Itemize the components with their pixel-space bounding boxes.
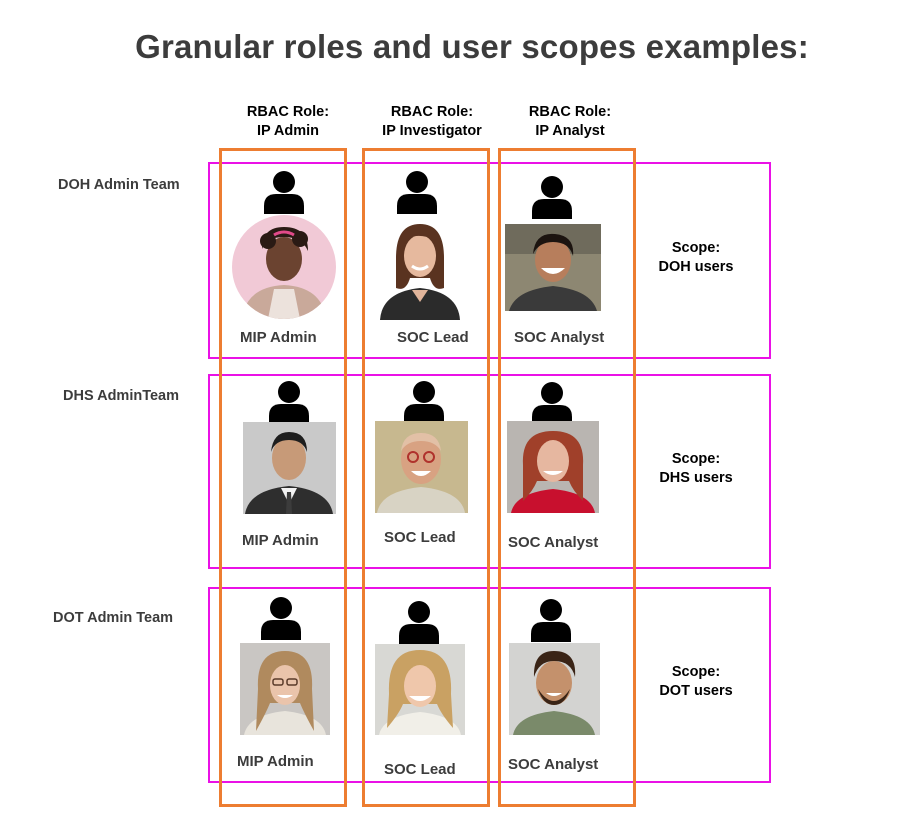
member-photo-doh-soc-analyst bbox=[505, 224, 601, 311]
user-silhouette-icon bbox=[396, 170, 438, 214]
user-silhouette-icon bbox=[260, 596, 302, 640]
role-header-ip-admin: RBAC Role: IP Admin bbox=[228, 103, 348, 141]
member-photo-doh-soc-lead bbox=[378, 218, 462, 320]
role-header-line1: RBAC Role: bbox=[528, 104, 612, 120]
member-photo-dhs-mip-admin bbox=[243, 422, 336, 514]
role-header-ip-analyst: RBAC Role: IP Analyst bbox=[510, 103, 630, 141]
member-photo-dhs-soc-lead bbox=[375, 421, 468, 513]
diagram-title: Granular roles and user scopes examples: bbox=[135, 28, 809, 65]
member-label-dot-soc-lead: SOC Lead bbox=[384, 761, 456, 778]
user-silhouette-icon bbox=[268, 380, 310, 424]
member-label-dhs-mip-admin: MIP Admin bbox=[242, 532, 319, 549]
member-photo-dhs-soc-analyst bbox=[507, 421, 599, 513]
user-silhouette-icon bbox=[531, 175, 573, 219]
user-silhouette-icon bbox=[398, 600, 440, 644]
member-label-doh-mip-admin: MIP Admin bbox=[240, 329, 317, 346]
user-silhouette-icon bbox=[263, 170, 305, 214]
member-label-dhs-soc-analyst: SOC Analyst bbox=[508, 534, 599, 551]
user-silhouette-icon bbox=[403, 380, 445, 424]
user-silhouette-icon bbox=[531, 381, 573, 425]
role-header-line2: IP Analyst bbox=[535, 123, 605, 139]
member-photo-doh-mip-admin bbox=[232, 215, 336, 319]
team-label-doh: DOH Admin Team bbox=[58, 177, 180, 193]
scope-line1: Scope: bbox=[671, 240, 721, 256]
member-label-dot-soc-analyst: SOC Analyst bbox=[508, 756, 599, 773]
scope-label-dhs: Scope: DHS users bbox=[641, 450, 751, 488]
role-header-line1: RBAC Role: bbox=[246, 104, 330, 120]
scope-line2: DOT users bbox=[659, 683, 733, 699]
team-label-dhs: DHS AdminTeam bbox=[63, 388, 180, 404]
member-photo-dot-soc-analyst bbox=[509, 643, 600, 735]
member-photo-dot-soc-lead bbox=[375, 644, 465, 735]
scope-label-doh: Scope: DOH users bbox=[641, 239, 751, 277]
user-silhouette-icon bbox=[530, 598, 572, 642]
role-header-line2: IP Admin bbox=[256, 123, 320, 139]
scope-line1: Scope: bbox=[671, 664, 721, 680]
role-header-line1: RBAC Role: bbox=[390, 104, 474, 120]
role-column-box-ip-admin bbox=[219, 148, 347, 807]
member-photo-dot-mip-admin bbox=[240, 643, 330, 735]
role-column-box-ip-analyst bbox=[498, 148, 636, 807]
scope-line2: DOH users bbox=[658, 259, 734, 275]
scope-label-dot: Scope: DOT users bbox=[641, 663, 751, 701]
team-label-dot: DOT Admin Team bbox=[53, 610, 174, 626]
member-label-doh-soc-analyst: SOC Analyst bbox=[514, 329, 605, 346]
role-header-ip-investigator: RBAC Role: IP Investigator bbox=[362, 103, 502, 141]
scope-line2: DHS users bbox=[659, 470, 733, 486]
member-label-dhs-soc-lead: SOC Lead bbox=[384, 529, 456, 546]
role-column-box-ip-investigator bbox=[362, 148, 490, 807]
role-header-line2: IP Investigator bbox=[382, 123, 482, 139]
scope-line1: Scope: bbox=[671, 451, 721, 467]
member-label-dot-mip-admin: MIP Admin bbox=[237, 753, 314, 770]
member-label-doh-soc-lead: SOC Lead bbox=[397, 329, 469, 346]
